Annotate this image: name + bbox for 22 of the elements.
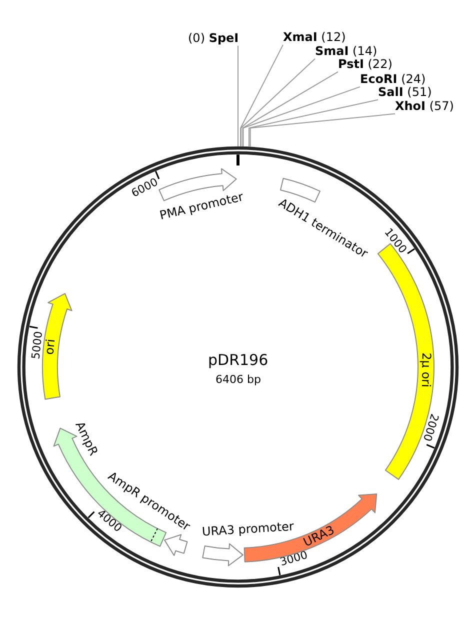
plasmid-size: 6406 bp [216, 374, 261, 386]
feature-label: URA3 promoter [202, 520, 294, 540]
restriction-site-label: PstI (22) [338, 58, 392, 72]
restriction-site-label: SmaI (14) [315, 45, 378, 59]
tick-label: 5000 [30, 330, 46, 360]
leader-line [240, 58, 316, 147]
plasmid-name: pDR196 [208, 352, 268, 369]
restriction-site-label: XhoI (57) [395, 100, 454, 114]
leader-line [242, 86, 360, 147]
feature-label: ori [43, 338, 58, 356]
leader-line [240, 44, 284, 147]
tick-label: 2000 [419, 412, 440, 443]
restriction-site-label: (0) SpeI [188, 32, 239, 46]
leader-line [248, 99, 378, 148]
restriction-site-label: XmaI (12) [283, 31, 346, 45]
leader-line [250, 113, 396, 148]
restriction-site-label: SalI (51) [378, 86, 432, 100]
tick-label: 6000 [129, 176, 160, 201]
feature-label: 2µ ori [418, 352, 434, 388]
tick-label: 3000 [279, 550, 310, 570]
feature-label: URA3 [302, 523, 337, 550]
restriction-site-label: EcoRI (24) [360, 73, 426, 87]
